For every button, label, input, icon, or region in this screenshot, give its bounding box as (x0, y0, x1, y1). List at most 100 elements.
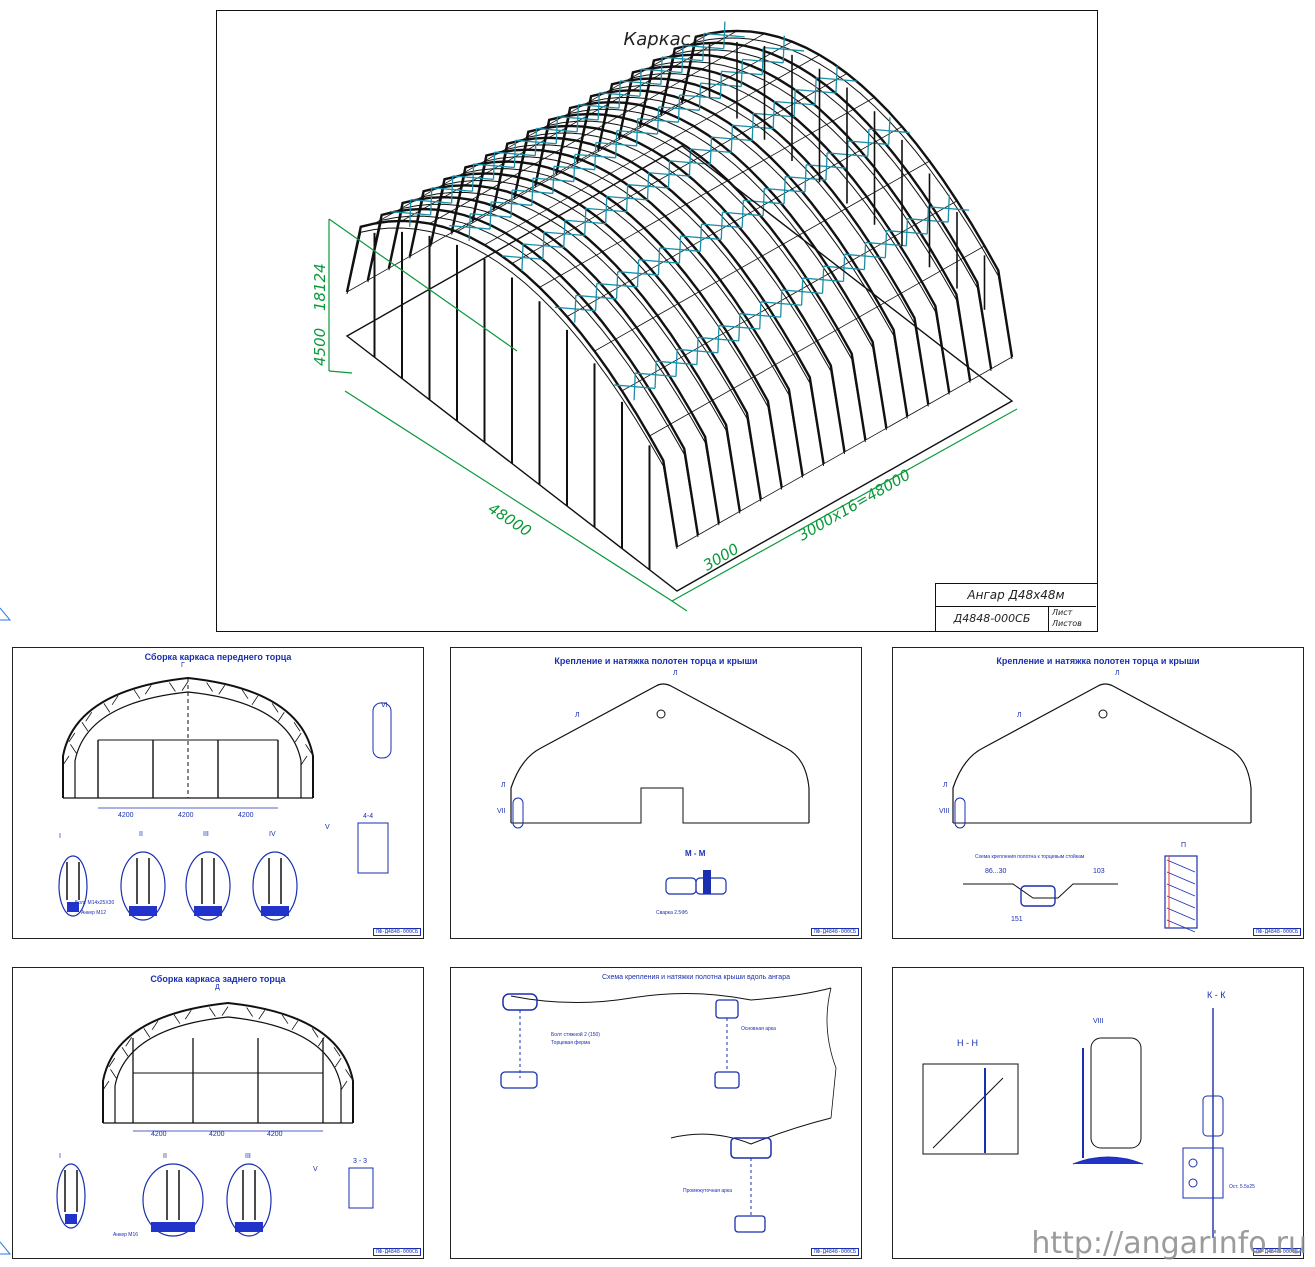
truss-web (340, 1080, 348, 1091)
bracing (675, 349, 678, 377)
truss-web (1166, 871, 1196, 885)
dim-label: 4200 (238, 812, 254, 819)
roof-cover-edge (670, 1117, 832, 1145)
roof-arch-inner-chord (430, 179, 762, 502)
section-box (1020, 885, 1056, 907)
roof-arch-inner-chord (367, 215, 699, 538)
bracing (636, 259, 640, 287)
truss-web (70, 744, 77, 754)
dim-label: 4200 (267, 1131, 283, 1138)
cover-profile-drawing (952, 683, 1252, 933)
dimension-line (671, 600, 688, 612)
detail-mark: III (245, 1153, 251, 1160)
bracing (576, 104, 579, 132)
truss-web (121, 1047, 129, 1057)
section-mark: Л (501, 782, 506, 789)
warning-marker-icon (0, 607, 12, 621)
sheet-stamp: ЛФ-Д4848-000СБ (372, 928, 421, 936)
dim-label: 4200 (151, 1131, 167, 1138)
sheet-stamp: ЛФ-Д4848-000СБ (810, 928, 859, 936)
bracing (510, 189, 513, 218)
cover-profile-drawing (510, 683, 810, 895)
roof-cover-edge (510, 987, 832, 1004)
sheet-cover-tension-1: Крепление и натяжка полотен торца и крыш… (450, 647, 862, 939)
turnbuckle (1202, 1095, 1224, 1137)
bracing (717, 325, 720, 353)
detail-callout (58, 855, 88, 917)
purlin (401, 30, 738, 222)
detail-mark: VI (381, 702, 388, 709)
base-plate (194, 906, 222, 916)
arch-section (502, 993, 538, 1011)
sheet-title: Сборка каркаса переднего торца (144, 652, 292, 662)
detail-mark: V (313, 1166, 318, 1173)
sheet-stamp: ЛФ-Д4848-000СБ (1252, 928, 1301, 936)
note-label: Ост. 5.5х25 (1229, 1184, 1255, 1190)
sheet-title: Сборка каркаса заднего торца (150, 974, 286, 984)
truss-web (125, 1037, 133, 1047)
rear-end-frame-drawing (56, 1001, 374, 1237)
bracing (678, 235, 682, 264)
bracing (555, 116, 559, 144)
section-title: М - М (685, 849, 706, 858)
detail-mark: VII (497, 808, 506, 815)
sheet-title: Схема крепления и натяжки полотна крыши … (602, 974, 790, 981)
bracing (552, 166, 555, 194)
bracing (842, 254, 846, 282)
title-block-sheets-label: Листов (1052, 619, 1082, 628)
bracing (730, 125, 734, 153)
section-mark: Л (1017, 712, 1022, 719)
truss-web (81, 722, 89, 732)
purlin (649, 245, 985, 437)
title-block-name: Ангар Д48х48м (936, 584, 1096, 607)
detail-callout (185, 851, 231, 921)
truss-web (143, 1028, 151, 1038)
note-label: Анкер М16 (113, 1232, 139, 1238)
bracing (594, 142, 597, 170)
truss-web (173, 1014, 181, 1024)
bracing (723, 21, 726, 49)
section-box (665, 877, 697, 895)
truss-web (345, 1069, 352, 1079)
bracing (825, 152, 828, 181)
main-sheet-title: Каркас (623, 29, 691, 50)
purlin (539, 97, 875, 288)
bracing (542, 232, 545, 260)
scheme-caption: Схема крепления полотна к торцевым стойк… (975, 854, 1085, 860)
roof-arch-inner-chord (534, 120, 866, 443)
bracing (471, 164, 475, 192)
site-watermark: http://angarinfo.ru (1031, 1226, 1307, 1261)
detail-mark: IV (269, 831, 276, 838)
sheet-roof-cover-scheme: Схема крепления и натяжки полотна крыши … (450, 967, 862, 1259)
node-section (922, 1063, 1019, 1155)
dim-bay: 3000 (700, 540, 742, 575)
truss-web (133, 689, 141, 699)
truss-web (300, 755, 308, 766)
detail-mark: III (203, 831, 209, 838)
sheet-front-end-assembly: Сборка каркаса переднего торца Г 4200 42… (12, 647, 424, 939)
truss-web (85, 712, 93, 722)
bracing (646, 172, 650, 200)
section-mark: Л (1115, 670, 1120, 677)
truss-web (333, 1047, 341, 1057)
truss-web (1166, 919, 1196, 933)
roof-arch-inner-chord (660, 49, 992, 371)
title-block-code: Д4848-000СБ (936, 607, 1049, 631)
note-label: Промежуточная арка (683, 1188, 733, 1194)
node-section (1090, 1037, 1142, 1149)
bracing (702, 33, 705, 61)
truss-web (334, 1057, 342, 1068)
bracing (615, 271, 619, 299)
detail-mark: VIII (1093, 1018, 1104, 1025)
bracing (429, 187, 433, 216)
sheet-rear-end-assembly: Сборка каркаса заднего торца Д 4200 4200… (12, 967, 424, 1259)
dimension-line (344, 390, 673, 602)
detail-callout (56, 1163, 86, 1229)
bracing (867, 129, 870, 157)
sheet-title: Крепление и натяжка полотен торца и крыш… (554, 656, 758, 666)
bracing (563, 220, 566, 248)
truss-web (206, 682, 213, 692)
section-mark: Л (673, 670, 678, 677)
roof-arch-inner-chord (493, 144, 825, 466)
dimension-line (671, 408, 1018, 602)
